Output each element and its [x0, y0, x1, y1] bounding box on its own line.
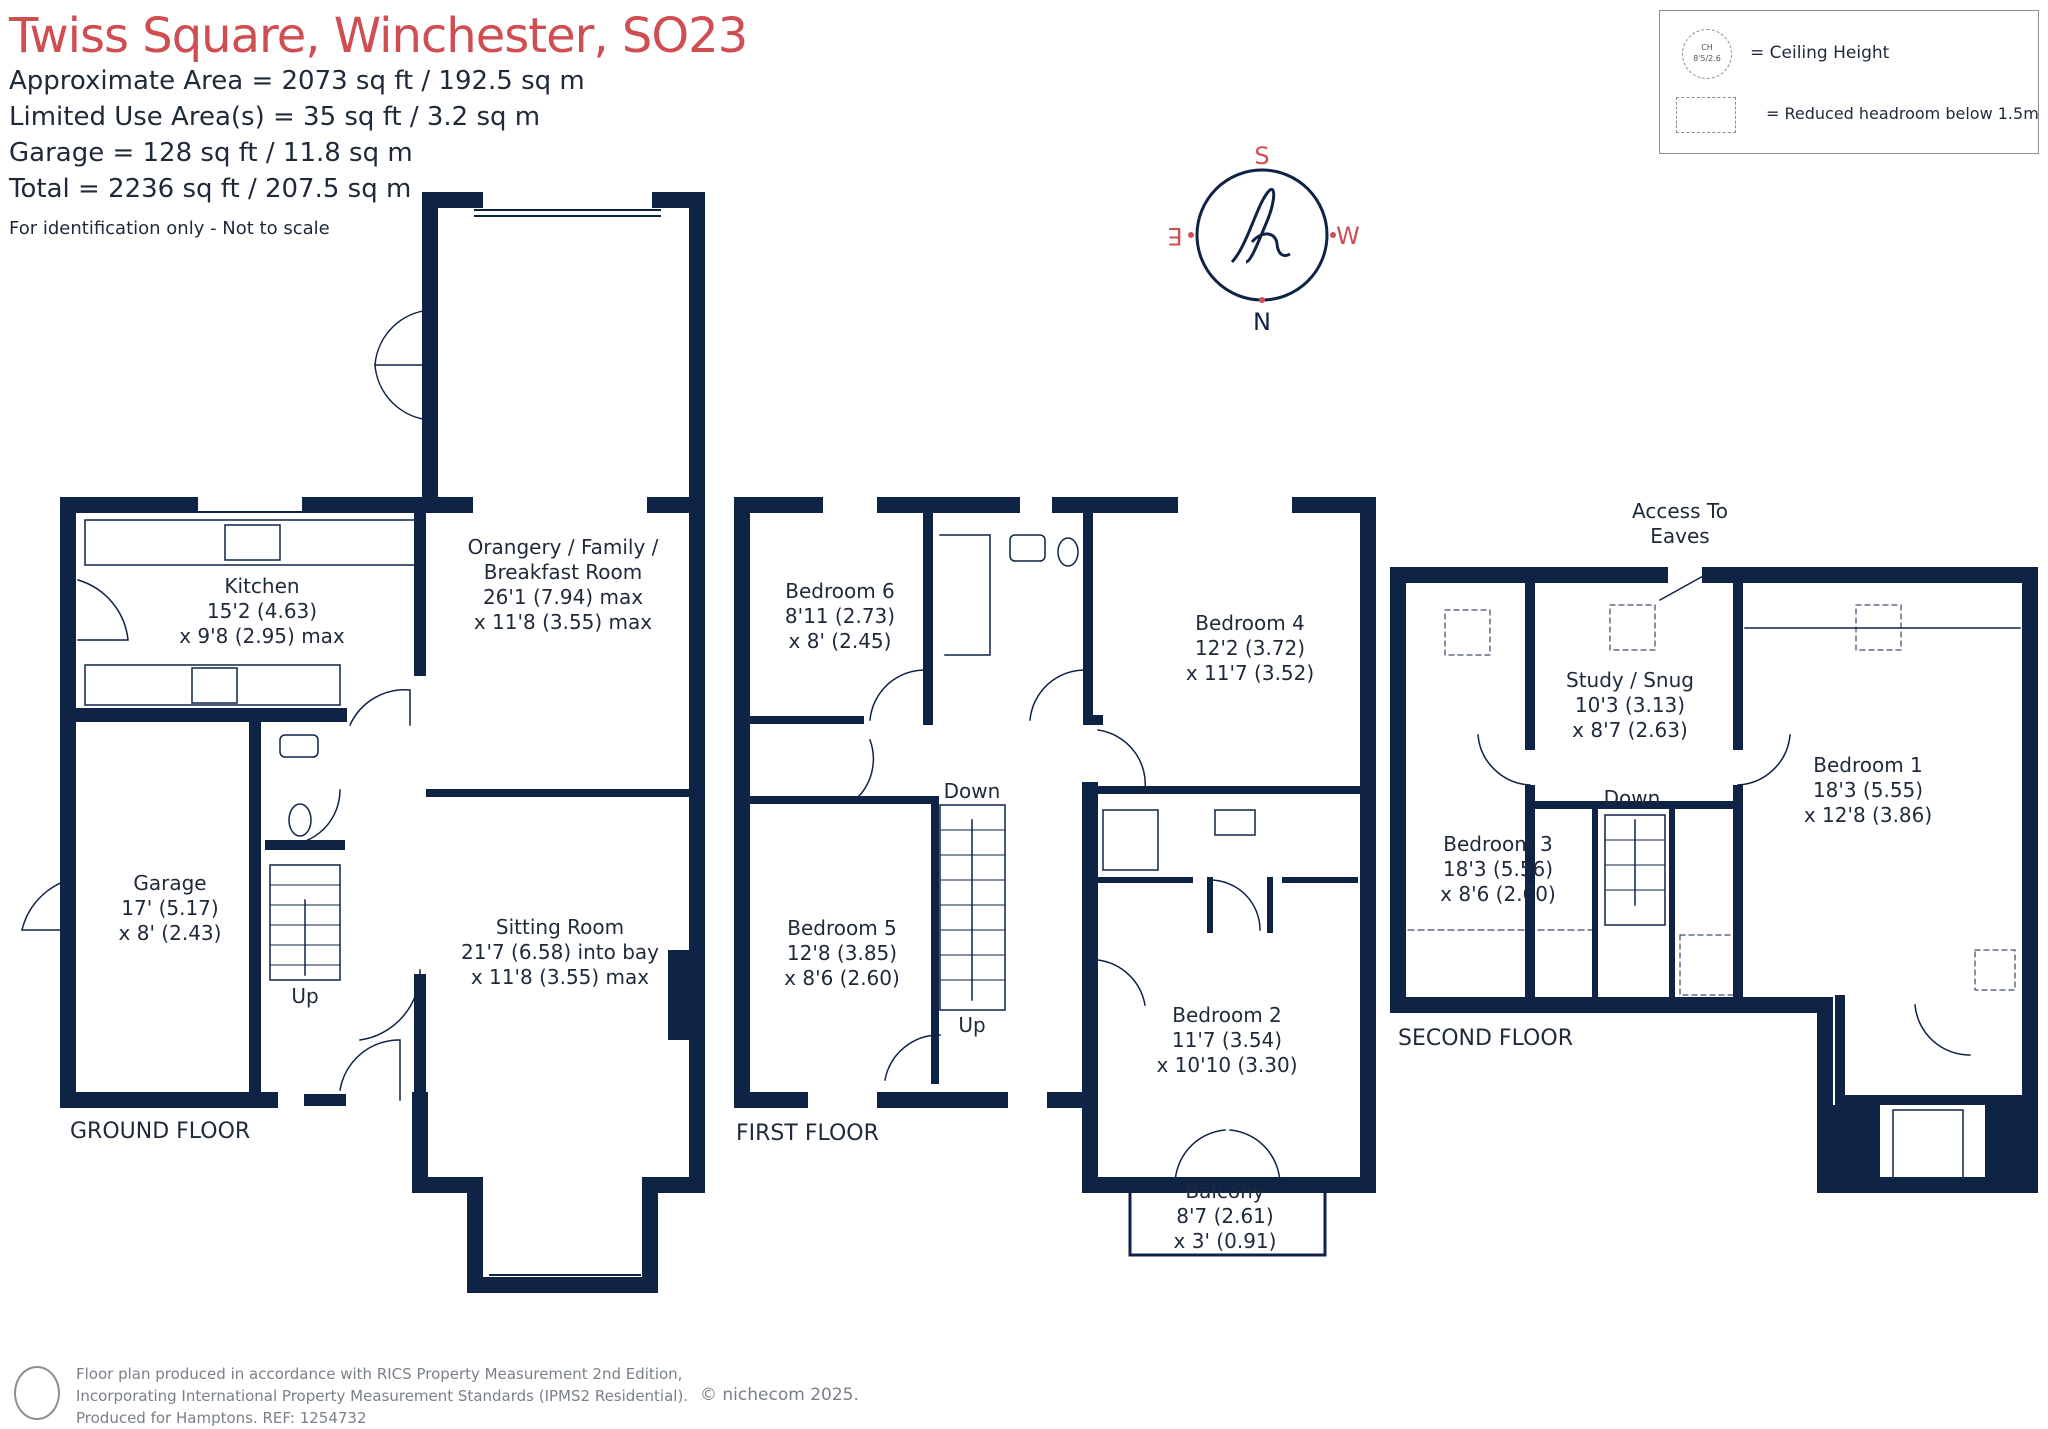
- study-snug-dim-1: 10'3 (3.13): [1575, 693, 1685, 717]
- approximate-area: Approximate Area = 2073 sq ft / 192.5 sq…: [9, 66, 585, 96]
- bedroom-4-dim-1: 12'2 (3.72): [1195, 636, 1305, 660]
- study-snug-dim-2: x 8'7 (2.63): [1572, 718, 1688, 742]
- kitchen-label: Kitchen: [224, 574, 299, 598]
- first-floor-plan: [734, 497, 1376, 1257]
- footer-line-1: Floor plan produced in accordance with R…: [76, 1365, 683, 1383]
- ceiling-height-value: 8'5/2.6: [1693, 54, 1721, 63]
- orangery-dim-2: x 11'8 (3.55) max: [474, 610, 652, 634]
- compass-north: N: [1253, 308, 1271, 336]
- compass-west: W: [1336, 222, 1360, 250]
- footer-notes: Floor plan produced in accordance with R…: [76, 1363, 688, 1429]
- sitting-room-dim-1: 21'7 (6.58) into bay: [461, 940, 659, 964]
- bedroom-2-dim-1: 11'7 (3.54): [1172, 1028, 1282, 1052]
- access-eaves-label: Access To: [1632, 499, 1728, 523]
- bedroom-2-label: Bedroom 2: [1172, 1003, 1282, 1027]
- bedroom-1-dim-2: x 12'8 (3.86): [1804, 803, 1932, 827]
- footer-line-2: Incorporating International Property Mea…: [76, 1387, 689, 1405]
- reduced-headroom-icon: [1676, 97, 1736, 133]
- kitchen-dim-1: 15'2 (4.63): [207, 599, 317, 623]
- brand-logo-icon: [1230, 187, 1291, 264]
- garage-label: Garage: [133, 871, 206, 895]
- ceiling-height-label: = Ceiling Height: [1750, 43, 1890, 63]
- footer-line-3: Produced for Hamptons. REF: 1254732: [76, 1409, 367, 1427]
- bedroom-4-label: Bedroom 4: [1195, 611, 1305, 635]
- garage-area: Garage = 128 sq ft / 11.8 sq m: [9, 138, 413, 168]
- sitting-room-label: Sitting Room: [496, 915, 624, 939]
- second-floor-plan: [1390, 567, 2038, 1193]
- bedroom-3-dim-2: x 8'6 (2.60): [1440, 882, 1556, 906]
- bedroom-3-dim-1: 18'3 (5.56): [1443, 857, 1553, 881]
- access-eaves-label-2: Eaves: [1650, 524, 1709, 548]
- bedroom-1-label: Bedroom 1: [1813, 753, 1923, 777]
- ground-floor-labels: Orangery / Family / Breakfast Room 26'1 …: [70, 535, 659, 1144]
- first-stairs-down: Down: [944, 779, 1001, 803]
- balcony-dim-1: 8'7 (2.61): [1176, 1204, 1273, 1228]
- bedroom-6-label: Bedroom 6: [785, 579, 895, 603]
- compass-east: E: [1167, 222, 1182, 250]
- person-scale-icon: [14, 1366, 60, 1420]
- bedroom-5-dim-2: x 8'6 (2.60): [784, 966, 900, 990]
- bedroom-6-dim-2: x 8' (2.45): [789, 629, 892, 653]
- bedroom-3-label: Bedroom 3: [1443, 832, 1553, 856]
- bedroom-5-label: Bedroom 5: [787, 916, 897, 940]
- kitchen-dim-2: x 9'8 (2.95) max: [179, 624, 345, 648]
- first-floor-labels: Bedroom 6 8'11 (2.73) x 8' (2.45) Bedroo…: [736, 579, 1314, 1253]
- reduced-headroom-label: = Reduced headroom below 1.5m: [1766, 104, 2039, 123]
- balcony-dim-2: x 3' (0.91): [1174, 1229, 1277, 1253]
- limited-use-area: Limited Use Area(s) = 35 sq ft / 3.2 sq …: [9, 102, 541, 132]
- ceiling-height-symbol: CH: [1701, 43, 1713, 52]
- ceiling-height-icon: CH 8'5/2.6: [1682, 29, 1732, 79]
- total-area: Total = 2236 sq ft / 207.5 sq m: [9, 174, 412, 204]
- bedroom-5-dim-1: 12'8 (3.85): [787, 941, 897, 965]
- compass: S E W N: [1167, 142, 1359, 336]
- bedroom-6-dim-1: 8'11 (2.73): [785, 604, 895, 628]
- second-floor-labels: Access To Eaves Study / Snug 10'3 (3.13)…: [1398, 499, 1932, 1051]
- orangery-label-2: Breakfast Room: [484, 560, 643, 584]
- compass-south: S: [1254, 142, 1269, 170]
- orangery-label: Orangery / Family /: [468, 535, 659, 559]
- second-floor-label: SECOND FLOOR: [1398, 1026, 1573, 1051]
- ground-stairs-up: Up: [291, 984, 318, 1008]
- second-stairs-down: Down: [1604, 786, 1661, 810]
- garage-dim-2: x 8' (2.43): [119, 921, 222, 945]
- ground-floor-plan: [21, 192, 705, 1293]
- legend: CH 8'5/2.6 = Ceiling Height = Reduced he…: [1659, 10, 2039, 154]
- first-floor-label: FIRST FLOOR: [736, 1121, 879, 1146]
- orangery-dim-1: 26'1 (7.94) max: [483, 585, 643, 609]
- scale-note: For identification only - Not to scale: [9, 218, 330, 239]
- bedroom-2-dim-2: x 10'10 (3.30): [1156, 1053, 1297, 1077]
- study-snug-label: Study / Snug: [1566, 668, 1694, 692]
- sitting-room-dim-2: x 11'8 (3.55) max: [471, 965, 649, 989]
- garage-dim-1: 17' (5.17): [121, 896, 218, 920]
- ground-floor-label: GROUND FLOOR: [70, 1119, 250, 1144]
- copyright: © nichecom 2025.: [700, 1385, 859, 1405]
- first-stairs-up: Up: [958, 1013, 985, 1037]
- balcony-label: Balcony: [1185, 1179, 1264, 1203]
- bedroom-1-dim-1: 18'3 (5.55): [1813, 778, 1923, 802]
- page-title: Twiss Square, Winchester, SO23: [9, 8, 748, 64]
- bedroom-4-dim-2: x 11'7 (3.52): [1186, 661, 1314, 685]
